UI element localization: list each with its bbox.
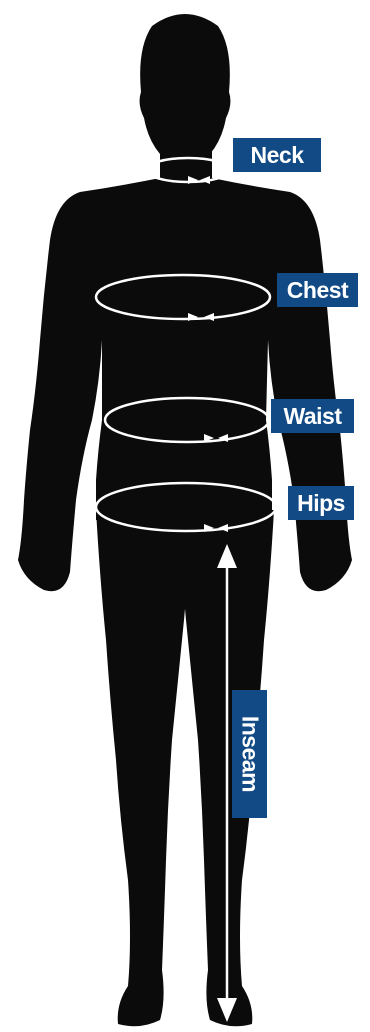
waist-label: Waist bbox=[271, 399, 354, 433]
inseam-label: Inseam bbox=[232, 690, 267, 818]
neck-label: Neck bbox=[233, 138, 321, 172]
left-leg bbox=[96, 510, 188, 1026]
hips-label: Hips bbox=[288, 486, 354, 520]
chest-label: Chest bbox=[277, 273, 358, 307]
inseam-label-text: Inseam bbox=[236, 716, 263, 792]
head bbox=[140, 14, 231, 154]
